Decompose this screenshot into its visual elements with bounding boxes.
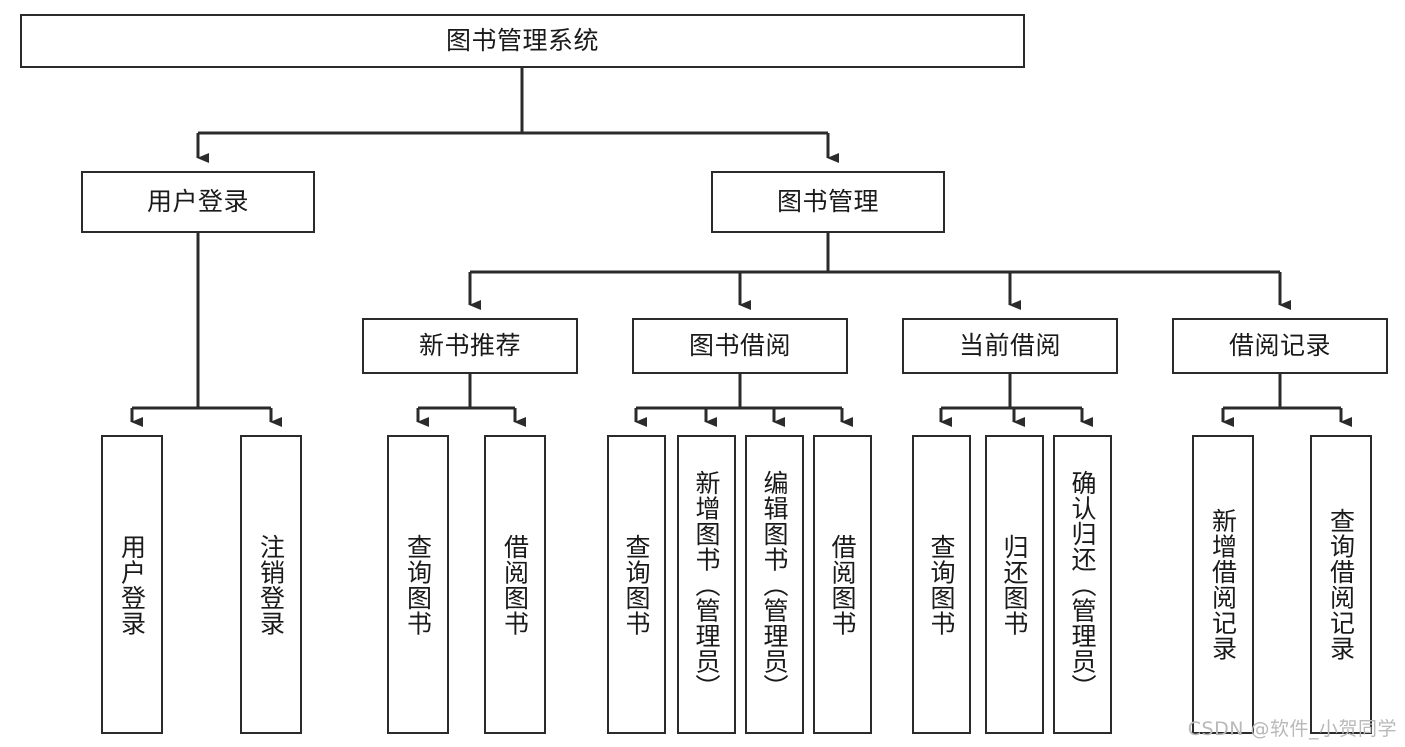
node-root[interactable]: 图书管理系统 <box>20 14 1025 68</box>
node-label: 图书管理系统 <box>445 26 599 56</box>
node-leaf-query-book-3[interactable]: 查询图书 <box>912 435 971 734</box>
node-leaf-add-record[interactable]: 新增借阅记录 <box>1192 435 1254 734</box>
node-leaf-query-record[interactable]: 查询借阅记录 <box>1310 435 1372 734</box>
node-label: 新增借阅记录 <box>1208 508 1238 661</box>
node-label: 查询图书 <box>622 533 651 636</box>
node-user-login[interactable]: 用户登录 <box>81 171 315 233</box>
node-leaf-borrow-book-1[interactable]: 借阅图书 <box>484 435 546 734</box>
node-label: 图书借阅 <box>688 331 791 361</box>
node-label: 用户登录 <box>146 187 249 217</box>
watermark-text: CSDN @软件_小贺同学 <box>1187 718 1397 740</box>
node-label: 注销登录 <box>256 533 286 636</box>
node-leaf-query-book-1[interactable]: 查询图书 <box>387 435 449 734</box>
node-label: 确认归还（管理员） <box>1068 469 1097 700</box>
node-label: 新增图书（管理员） <box>692 469 721 700</box>
node-label: 图书管理 <box>776 187 879 217</box>
node-leaf-query-book-2[interactable]: 查询图书 <box>607 435 666 734</box>
node-book-manage[interactable]: 图书管理 <box>711 171 945 233</box>
node-current-borrow[interactable]: 当前借阅 <box>902 318 1118 374</box>
node-label: 借阅图书 <box>500 533 530 636</box>
node-label: 查询图书 <box>403 533 433 636</box>
node-book-borrow[interactable]: 图书借阅 <box>632 318 848 374</box>
node-label: 归还图书 <box>1000 533 1029 636</box>
node-label: 编辑图书（管理员） <box>760 469 789 700</box>
node-leaf-confirm-return[interactable]: 确认归还（管理员） <box>1053 435 1112 734</box>
node-leaf-user-login[interactable]: 用户登录 <box>101 435 163 734</box>
node-label: 当前借阅 <box>958 331 1061 361</box>
node-label: 新书推荐 <box>418 331 521 361</box>
node-label: 借阅图书 <box>828 533 857 636</box>
node-borrow-record[interactable]: 借阅记录 <box>1172 318 1388 374</box>
node-leaf-return-book[interactable]: 归还图书 <box>985 435 1044 734</box>
node-leaf-edit-book[interactable]: 编辑图书（管理员） <box>745 435 804 734</box>
node-leaf-add-book[interactable]: 新增图书（管理员） <box>677 435 736 734</box>
node-leaf-borrow-book-2[interactable]: 借阅图书 <box>813 435 872 734</box>
node-new-book-rec[interactable]: 新书推荐 <box>362 318 578 374</box>
node-label: 借阅记录 <box>1228 331 1331 361</box>
node-label: 查询借阅记录 <box>1326 508 1356 661</box>
node-label: 用户登录 <box>117 533 147 636</box>
node-leaf-user-logout[interactable]: 注销登录 <box>240 435 302 734</box>
node-label: 查询图书 <box>927 533 956 636</box>
